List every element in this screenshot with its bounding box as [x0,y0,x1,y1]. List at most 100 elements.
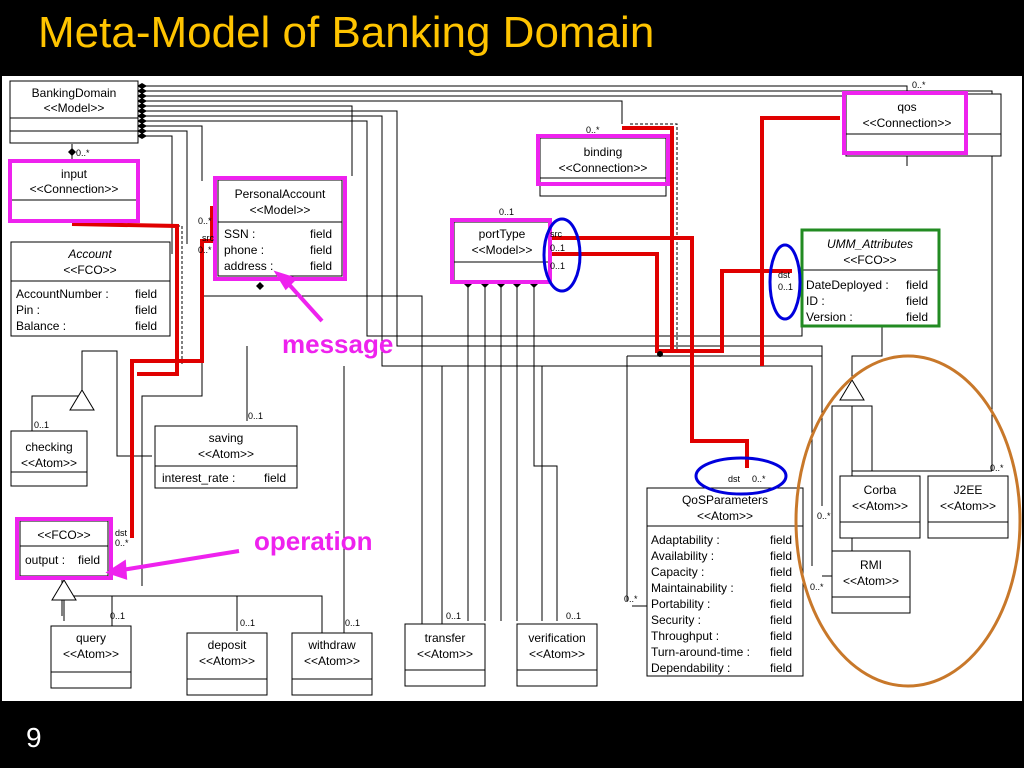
transfer-stereo: <<Atom>> [417,647,473,661]
qos-port-circle [694,456,788,496]
j2ee-name: J2EE [954,483,983,497]
saving-stereo: <<Atom>> [198,447,254,461]
personal-account-box[interactable]: PersonalAccount <<Model>> SSN : field ph… [217,179,343,277]
svg-text:0..1: 0..1 [446,611,461,621]
deposit-stereo: <<Atom>> [199,654,255,668]
qp-attr-5-name: Security : [651,613,701,627]
checking-box[interactable]: checking <<Atom>> [10,430,88,487]
umm-attr-1-name: ID : [806,294,825,308]
binding-highlight [536,134,670,186]
input-name: input [61,167,88,181]
connection-paths [71,116,840,538]
svg-text:0..1: 0..1 [550,243,565,253]
account-attr-2-name: Balance : [16,319,66,333]
checking-stereo: <<Atom>> [21,456,77,470]
banking-domain-stereo: <<Model>> [44,101,105,115]
account-attr-1-type: field [135,303,157,317]
svg-text:src: src [202,233,214,243]
saving-box[interactable]: saving <<Atom>> interest_rate : field [154,425,298,489]
qos-name: qos [897,100,916,114]
account-attr-1-name: Pin : [16,303,40,317]
qp-attr-4-name: Portability : [651,597,710,611]
qp-attr-7-type: field [770,645,792,659]
qos-highlight [842,91,968,155]
umm-attributes-box[interactable]: UMM_Attributes <<FCO>> DateDeployed : fi… [801,230,939,326]
svg-text:0..*: 0..* [198,216,212,226]
annotation-arrows [105,270,324,580]
withdraw-box[interactable]: withdraw <<Atom>> [291,632,373,696]
slide-title: Meta-Model of Banking Domain [38,8,655,57]
diagram-canvas: BankingDomain <<Model>> input <<Connecti… [2,76,1022,701]
output-box[interactable]: <<FCO>> output : field [19,520,109,577]
qos-box[interactable]: qos <<Connection>> [845,93,1002,157]
j2ee-stereo: <<Atom>> [940,499,996,513]
svg-text:0..1: 0..1 [248,411,263,421]
svg-text:dst: dst [115,528,128,538]
output-attr-name: output : [25,553,65,567]
operation-label: operation [254,526,372,556]
rmi-box[interactable]: RMI <<Atom>> [831,550,911,614]
account-attr-0-type: field [135,287,157,301]
j2ee-box[interactable]: J2EE <<Atom>> [927,475,1009,539]
withdraw-name: withdraw [307,638,356,652]
input-box[interactable]: input <<Connection>> [9,160,139,222]
corba-stereo: <<Atom>> [852,499,908,513]
umm-name: UMM_Attributes [827,237,913,251]
output-attr-type: field [78,553,100,567]
qp-attr-1-name: Availability : [651,549,714,563]
output-highlight [15,517,113,580]
banking-domain-name: BankingDomain [32,86,117,100]
qp-attr-3-name: Maintainability : [651,581,734,595]
deposit-name: deposit [208,638,247,652]
svg-text:0..*: 0..* [198,245,212,255]
svg-text:src: src [550,229,562,239]
binding-box[interactable]: binding <<Connection>> [539,137,667,197]
port-circle [542,217,582,293]
svg-text:0..*: 0..* [990,463,1004,473]
banking-domain-box[interactable]: BankingDomain <<Model>> [9,80,139,144]
svg-text:dst: dst [728,474,741,484]
transfer-name: transfer [425,631,466,645]
verification-box[interactable]: verification <<Atom>> [516,623,598,687]
account-box[interactable]: Account <<FCO>> AccountNumber : field Pi… [10,241,171,337]
qp-attr-0-type: field [770,533,792,547]
qp-attr-2-type: field [770,565,792,579]
binding-name: binding [584,145,623,159]
umm-stereo: <<FCO>> [843,253,896,267]
qp-attr-6-type: field [770,629,792,643]
transfer-box[interactable]: transfer <<Atom>> [404,623,486,687]
svg-text:0..1: 0..1 [550,261,565,271]
query-box[interactable]: query <<Atom>> [50,625,132,689]
deposit-box[interactable]: deposit <<Atom>> [186,632,268,696]
svg-text:0..*: 0..* [624,594,638,604]
qp-attr-2-name: Capacity : [651,565,704,579]
qp-attr-8-name: Dependability : [651,661,730,675]
qos-parameters-box[interactable]: QoSParameters <<Atom>> Adaptability :fie… [646,487,804,677]
svg-text:0..1: 0..1 [566,611,581,621]
saving-name: saving [209,431,244,445]
umm-highlight [800,228,941,328]
umm-attr-0-name: DateDeployed : [806,278,889,292]
svg-text:0..1: 0..1 [345,618,360,628]
svg-text:0..*: 0..* [586,125,600,135]
query-stereo: <<Atom>> [63,647,119,661]
personal-account-name: PersonalAccount [235,187,326,201]
corba-box[interactable]: Corba <<Atom>> [839,475,921,539]
binding-stereo: <<Connection>> [559,161,648,175]
svg-text:0..*: 0..* [752,474,766,484]
message-label: message [282,329,393,359]
qp-attr-6-name: Throughput : [651,629,719,643]
svg-text:0..1: 0..1 [110,611,125,621]
port-type-stereo: <<Model>> [472,243,533,257]
verification-name: verification [528,631,585,645]
pa-attr-0-name: SSN : [224,227,255,241]
svg-text:0..*: 0..* [76,148,90,158]
pa-attr-2-name: address : [224,259,273,273]
saving-attr-type: field [264,471,286,485]
port-type-box[interactable]: portType <<Model>> [453,221,551,283]
page-number: 9 [26,722,42,753]
svg-text:0..1: 0..1 [778,282,793,292]
svg-text:0..1: 0..1 [34,420,49,430]
svg-text:dst: dst [778,270,791,280]
svg-text:0..1: 0..1 [240,618,255,628]
